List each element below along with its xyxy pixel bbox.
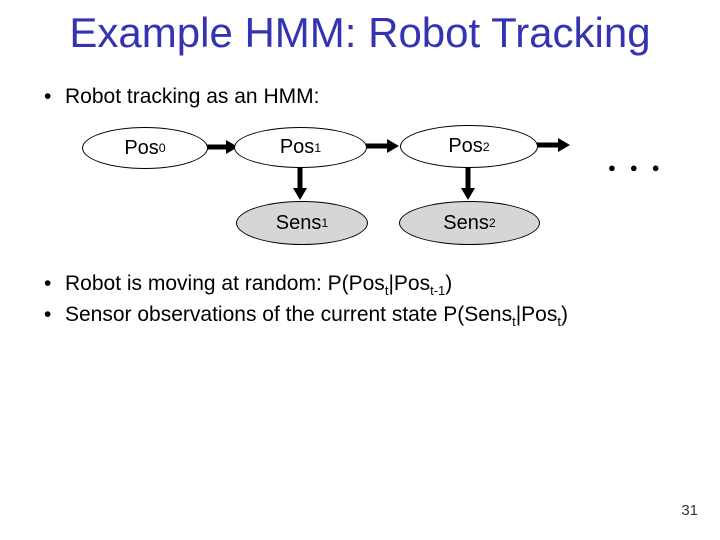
- bullet-marker: •: [44, 303, 52, 326]
- slide-title: Example HMM: Robot Tracking: [69, 9, 651, 56]
- node-pos2-label: Pos: [448, 135, 483, 157]
- bullet-marker: •: [44, 85, 52, 108]
- continuation-dots-icon: ●●●: [608, 160, 674, 175]
- node-pos0-label: Pos: [124, 136, 159, 159]
- arrow-pos1-sens1: [293, 167, 307, 200]
- node-sens2-label: Sens: [443, 211, 489, 234]
- moving-bullet-text: Robot is moving at random: P(Post|Post-1…: [65, 272, 453, 299]
- intro-bullet-row: • Robot tracking as an HMM:: [44, 83, 319, 110]
- arrow-pos2-continuation: [537, 138, 570, 152]
- arrow-pos2-sens2: [461, 167, 475, 200]
- node-pos1-label: Pos: [279, 136, 315, 158]
- bullet-marker: •: [44, 272, 52, 295]
- arrow-pos1-pos2: [366, 139, 399, 153]
- sensor-bullet-text: Sensor observations of the current state…: [65, 303, 568, 330]
- node-sens1-label: Sens: [275, 211, 322, 234]
- sensor-bullet-row: • Sensor observations of the current sta…: [44, 301, 568, 328]
- intro-bullet-text: Robot tracking as an HMM:: [65, 85, 320, 108]
- page-number: 31: [681, 502, 698, 519]
- moving-bullet-row: • Robot is moving at random: P(Post|Post…: [44, 270, 452, 297]
